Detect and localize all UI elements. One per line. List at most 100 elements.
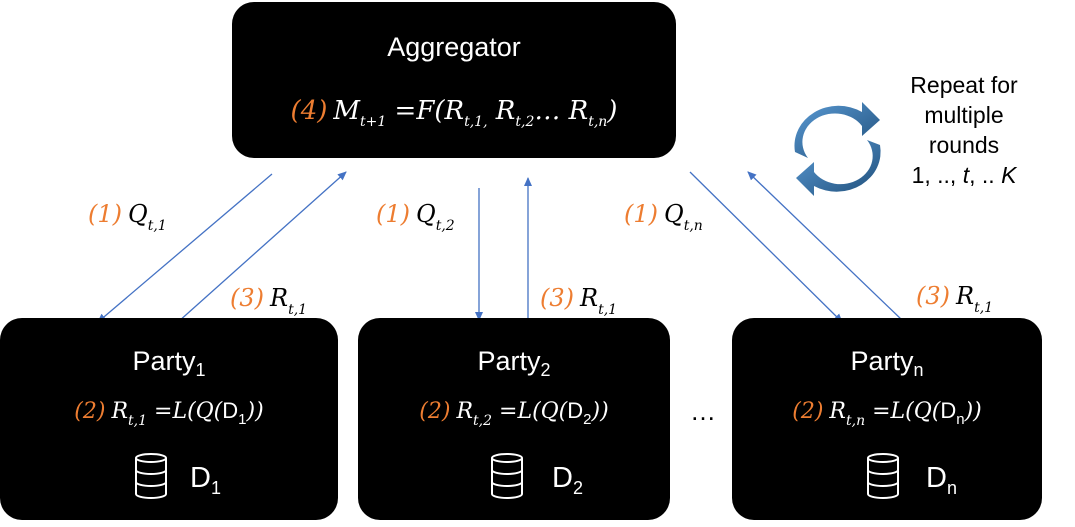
- formula-symbol: ): [607, 96, 618, 126]
- formula-subscript: t,2: [515, 114, 535, 130]
- party-box-n: Partyn (2)Rt,n =L(Q(Dn)) Dn: [732, 318, 1042, 520]
- step-label: (3): [230, 284, 264, 312]
- dataset-subscript: 1: [210, 478, 221, 498]
- arrow-query-party-n: [689, 171, 843, 323]
- result-label-party-2: (3)Rt,1: [540, 284, 617, 318]
- message-subscript: t,1: [288, 302, 308, 318]
- step-label: (3): [540, 284, 574, 312]
- formula-subscript: 2: [583, 411, 592, 428]
- repeat-line: 1, .., t, .. K: [884, 160, 1044, 190]
- dataset-symbol: D2: [567, 398, 591, 428]
- formula-symbol: D: [567, 398, 584, 423]
- party-subscript: 2: [540, 360, 551, 380]
- party-name: Party: [477, 346, 541, 376]
- message-subscript: t,2: [435, 218, 455, 234]
- arrow-result-party-1: [177, 171, 347, 323]
- dataset-letter: D: [552, 462, 573, 494]
- repeat-line: multiple: [924, 102, 1004, 128]
- message-symbol: Q: [416, 200, 436, 228]
- message-symbol: R: [956, 282, 975, 310]
- dataset-letter: D: [926, 462, 947, 494]
- query-label-party-n: (1)Qt,n: [624, 200, 703, 234]
- party-title: Party1: [0, 346, 338, 381]
- step-label: (1): [88, 200, 122, 228]
- round-range-text: , ..: [969, 162, 1002, 188]
- arrow-result-party-n: [747, 171, 903, 321]
- cycle-arrows-icon: [794, 102, 881, 196]
- party-subscript: 1: [195, 360, 206, 380]
- dataset-subscript: n: [946, 478, 957, 498]
- step-label: (4): [290, 96, 328, 126]
- message-subscript: t,1: [974, 300, 994, 316]
- formula-symbol: R: [111, 399, 129, 424]
- repeat-line: rounds: [928, 132, 1000, 158]
- formula-symbol: R: [456, 399, 474, 424]
- formula-symbol: D: [940, 398, 957, 423]
- formula-symbol: D: [222, 398, 239, 423]
- dataset-subscript: 2: [572, 478, 583, 498]
- step-label: (1): [624, 200, 658, 228]
- dataset-label: Dn: [926, 462, 957, 499]
- formula-symbol: =L(Q(: [865, 399, 941, 424]
- step-label: (3): [916, 282, 950, 310]
- query-label-party-1: (1)Qt,1: [88, 200, 167, 234]
- party-name: Party: [850, 346, 914, 376]
- formula-symbol: R: [568, 96, 589, 126]
- formula-symbol: …: [534, 96, 569, 126]
- more-parties-ellipsis: …: [690, 396, 716, 426]
- formula-subscript: t,n: [588, 114, 608, 130]
- result-label-party-n: (3)Rt,1: [916, 282, 993, 316]
- message-subscript: t,n: [683, 218, 703, 234]
- party-name: Party: [132, 346, 196, 376]
- repeat-line: Repeat for: [910, 72, 1018, 98]
- round-range-text: 1, ..,: [911, 162, 963, 188]
- formula-symbol: )): [591, 399, 609, 424]
- formula-symbol: R: [444, 96, 465, 126]
- aggregator-formula: (4)Mt+1 =F(Rt,1, Rt,2… Rt,n): [232, 96, 676, 130]
- formula-subscript: n: [956, 411, 965, 428]
- database-icon: [135, 453, 167, 499]
- dataset-symbol: Dn: [940, 398, 964, 428]
- formula-subscript: t+1: [360, 114, 387, 130]
- message-symbol: R: [270, 284, 289, 312]
- formula-subscript: 1: [238, 411, 247, 428]
- formula-subscript: t,n: [846, 413, 866, 429]
- round-variable: t: [962, 162, 970, 188]
- party-subscript: n: [913, 360, 924, 380]
- party-title: Party2: [358, 346, 670, 381]
- formula-symbol: )): [964, 399, 982, 424]
- database-icon: [491, 453, 523, 499]
- formula-subscript: t,1: [128, 413, 148, 429]
- dataset-letter: D: [190, 462, 211, 494]
- party-formula: (2)Rt,1 =L(Q(D1)): [0, 398, 338, 429]
- aggregator-box: Aggregator (4)Mt+1 =F(Rt,1, Rt,2… Rt,n): [232, 2, 676, 158]
- aggregator-title: Aggregator: [387, 32, 521, 62]
- step-label: (1): [376, 200, 410, 228]
- message-subscript: t,1: [147, 218, 167, 234]
- step-label: (2): [792, 399, 824, 424]
- message-symbol: R: [580, 284, 599, 312]
- formula-subscript: t,1,: [464, 114, 488, 130]
- step-label: (2): [419, 399, 451, 424]
- message-symbol: Q: [664, 200, 684, 228]
- party-formula: (2)Rt,2 =L(Q(D2)): [358, 398, 670, 429]
- arrow-query-party-1: [97, 173, 273, 323]
- party-title: Partyn: [732, 346, 1042, 381]
- formula-symbol: )): [246, 399, 264, 424]
- formula-symbol: =L(Q(: [492, 399, 568, 424]
- formula-symbol: R: [829, 399, 846, 424]
- dataset-label: D2: [552, 462, 583, 499]
- round-variable: K: [1001, 162, 1017, 188]
- step-label: (2): [74, 399, 106, 424]
- formula-symbol: =L(Q(: [147, 399, 223, 424]
- formula-symbol: R: [487, 96, 516, 126]
- formula-symbol: =F(: [386, 96, 445, 126]
- formula-symbol: M: [333, 96, 361, 126]
- message-symbol: Q: [128, 200, 148, 228]
- party-formula: (2)Rt,n =L(Q(Dn)): [732, 398, 1042, 429]
- query-label-party-2: (1)Qt,2: [376, 200, 455, 234]
- database-icon: [867, 453, 899, 499]
- repeat-rounds-note: Repeat for multiple rounds 1, .., t, .. …: [884, 70, 1044, 190]
- result-label-party-1: (3)Rt,1: [230, 284, 307, 318]
